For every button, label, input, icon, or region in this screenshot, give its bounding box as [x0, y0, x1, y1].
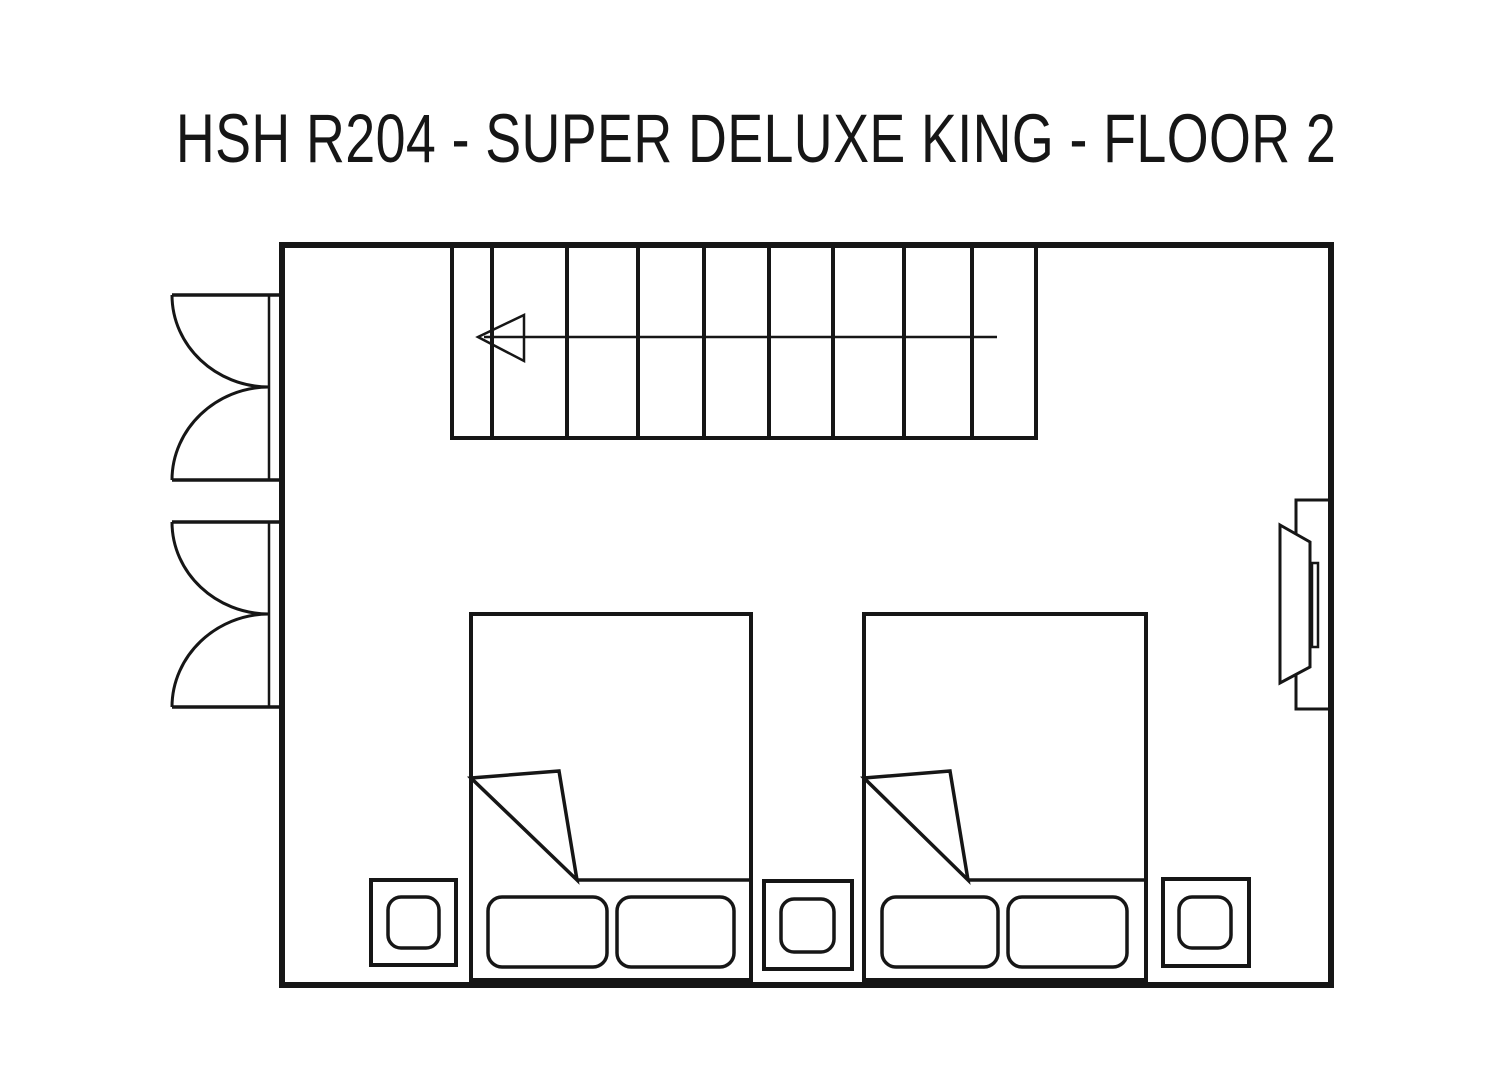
door-swing-arc [170, 385, 270, 481]
nightstand-lamp [779, 897, 836, 954]
nightstand-outline [762, 879, 854, 971]
tv-screen [1278, 522, 1312, 686]
door-frame [267, 520, 285, 709]
stair-direction-arrow [475, 313, 997, 364]
double-swing-door-lower [170, 520, 285, 709]
bed-outline [862, 612, 1148, 982]
nightstand-3 [1161, 877, 1251, 968]
pillow-right [1006, 895, 1129, 969]
pillow-right [615, 895, 736, 969]
door-swing-arc [170, 612, 270, 708]
page-title: HSH R204 - SUPER DELUXE KING - FLOOR 2 [175, 100, 1337, 177]
tv-mount [1310, 561, 1320, 649]
staircase [450, 243, 1038, 440]
staircase-outline [450, 243, 1038, 440]
pillow-left [880, 895, 1000, 969]
stair-treads [490, 245, 974, 438]
nightstand-lamp [1177, 895, 1233, 950]
nightstand-lamp [386, 895, 441, 950]
bed-outline [469, 612, 753, 982]
room-walls [279, 242, 1334, 988]
room-outline [279, 242, 1334, 988]
door-frame [267, 293, 285, 482]
arrow-head-icon [475, 313, 526, 364]
wall-tv-unit [1278, 498, 1334, 711]
door-swing-arc [170, 521, 270, 616]
bed-folded-corner [466, 769, 580, 885]
bed-folded-corner [860, 769, 971, 886]
door-swing-arc [170, 294, 270, 389]
nightstand-outline [369, 878, 458, 967]
nightstand-1 [369, 878, 458, 967]
nightstand-outline [1161, 877, 1251, 968]
nightstand-2 [762, 879, 854, 971]
bed-1 [466, 612, 753, 982]
pillow-left [486, 895, 609, 969]
double-swing-door-upper [170, 293, 285, 482]
bed-2 [860, 612, 1148, 982]
